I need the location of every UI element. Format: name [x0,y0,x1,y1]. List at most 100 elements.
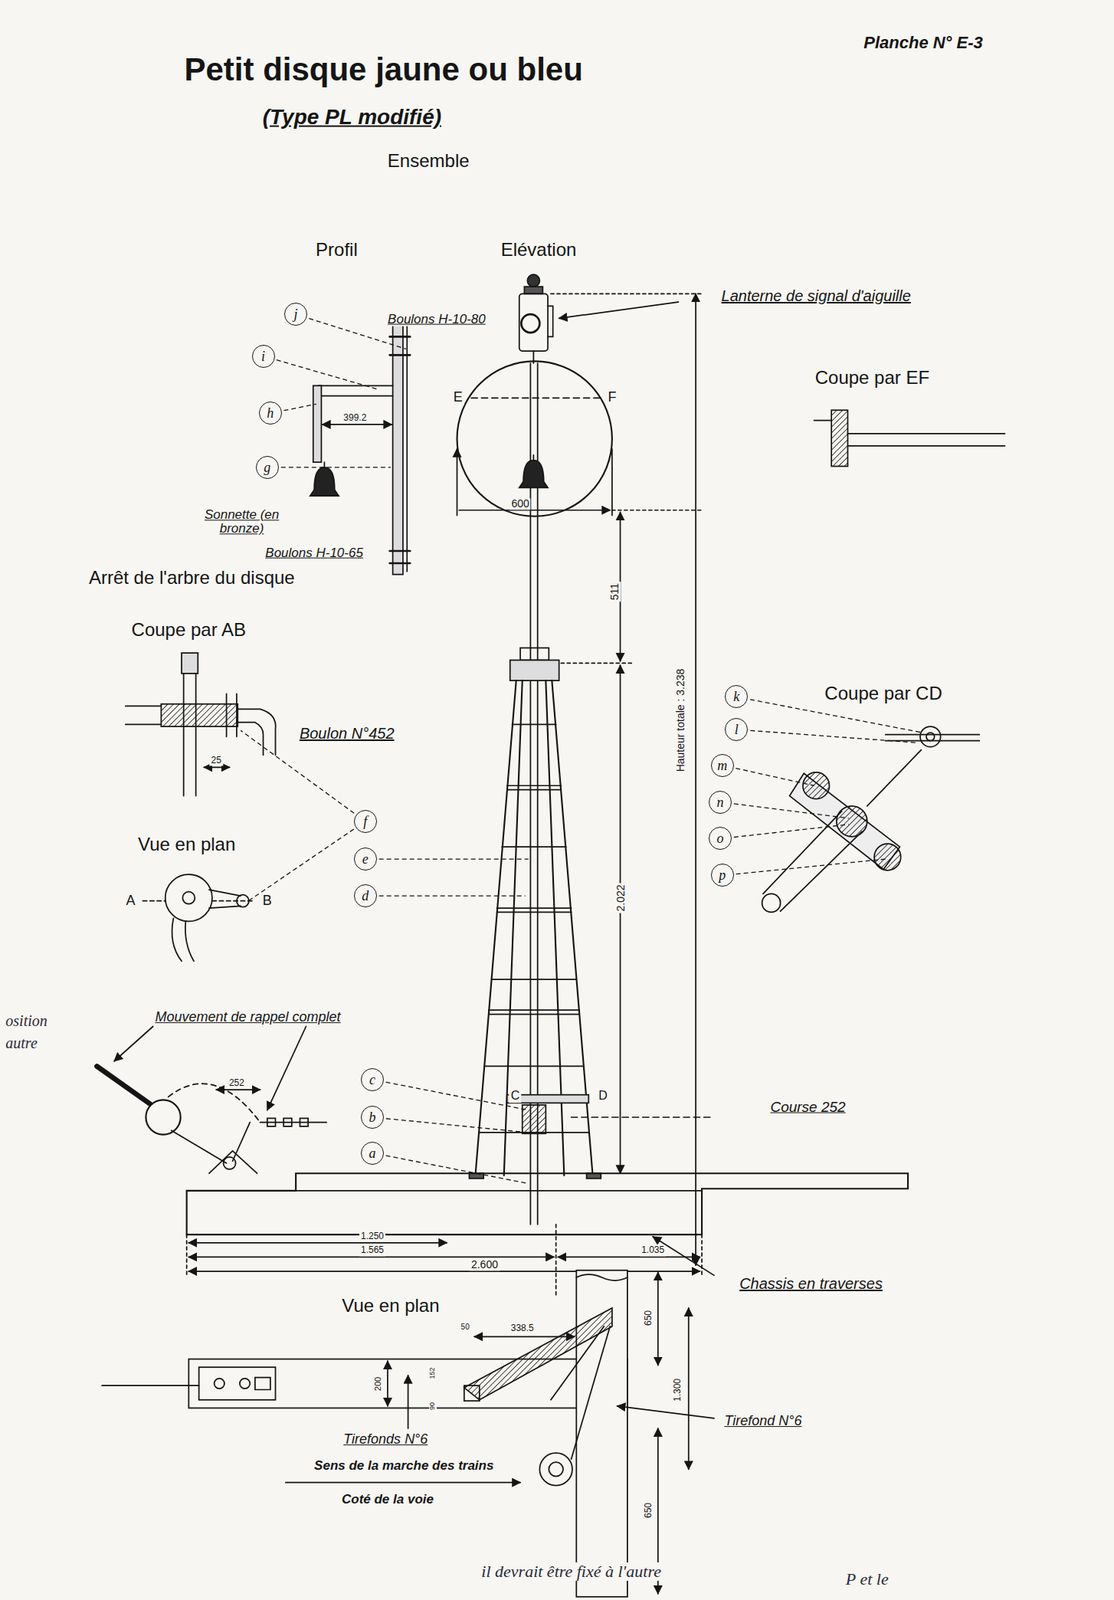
view-heading: Vue en plan [136,834,237,855]
view-heading: Ensemble [386,150,472,171]
view-heading: Coupe par AB [130,619,248,639]
direction-note: Coté de la voie [340,1492,436,1508]
dimension: 1.250 [359,1231,386,1242]
section-mark: D [596,1088,610,1103]
callout-letter: g [263,460,271,475]
callout-letter: c [369,1072,376,1087]
leader-line [750,699,923,733]
view-heading: Coupe par EF [813,366,931,387]
callout-circle: n [708,790,732,814]
subtitle: (Type PL modifié) [261,105,443,130]
callout-letter: m [717,758,728,773]
dimension: 200 [373,1374,383,1392]
sheet-number: Planche N° E-3 [861,33,985,53]
dimension: Course 252 [768,1098,847,1115]
return-lever [96,1025,327,1173]
plan-view-chassis [101,301,715,1597]
signal-lantern [519,274,554,364]
callout-circle: i [252,344,276,368]
callout-letter: l [734,722,739,737]
dimension: 152 [429,1366,437,1381]
dimension-lines [186,293,705,1296]
callout-letter: j [294,307,299,322]
part-name: Tirefond N°6 [722,1413,803,1429]
dimension: Hauteur totale : 3.238 [675,667,688,774]
part-name: Chassis en traverses [737,1274,885,1292]
section-mark: A [124,893,137,909]
direction-note: Sens de la marche des trains [312,1458,495,1474]
callout-circle: d [353,884,377,908]
section-mark: C [509,1088,522,1103]
section-ab [125,652,276,796]
part-name: Sonnette (en bronze) [189,507,295,537]
dimension: 2.600 [469,1258,500,1271]
leader-line [379,894,526,896]
callout-letter: d [361,888,369,903]
base-chassis [186,1172,908,1235]
callout-circle: o [708,826,732,850]
dimension: 338.5 [509,1323,536,1334]
callout-letter: f [363,814,367,829]
callout-circle: l [724,717,748,741]
dimension: 600 [509,498,531,510]
handwritten-note: P et le [844,1569,891,1589]
section-ef [814,409,1006,466]
callout-letter: e [362,851,369,866]
dimension: 252 [227,1077,246,1088]
dimension: 1.035 [639,1245,666,1256]
dimension: 2.022 [615,882,627,913]
callout-letter: h [266,406,274,420]
leader-line [386,1155,529,1183]
leader-line [281,466,391,468]
leader-line [750,730,918,743]
part-name: Mouvement de rappel complet [153,1009,342,1026]
callout-circle: k [724,684,748,708]
callout-letter: n [717,795,725,810]
callout-letter: i [261,349,266,364]
callout-letter: b [368,1110,376,1124]
callout-circle: c [360,1068,384,1092]
part-name: Boulons H-10-80 [386,311,488,327]
handwritten-note: osition [3,1012,49,1029]
callout-letter: p [718,868,726,882]
plan-view-small [142,874,255,961]
view-heading: Profil [314,239,360,260]
dimension: 50 [459,1321,472,1331]
callout-circle: f [353,809,377,833]
dimension: 399.2 [341,412,368,423]
leader-line [283,403,316,410]
section-cd [762,726,980,912]
view-heading: Vue en plan [340,1295,441,1316]
leader-line [733,824,849,838]
callout-letter: o [717,831,725,846]
callout-letter: k [733,689,740,704]
view-heading: Arrêt de l'arbre du disque [87,566,297,587]
leader-line [386,1081,529,1110]
callout-circle: b [360,1105,384,1129]
callout-circle: g [255,455,279,479]
part-name: Tirefonds N°6 [341,1431,430,1448]
profile-view [310,324,410,574]
leader-line [246,828,354,902]
dimension: 650 [643,1308,654,1327]
leader-line [735,768,814,787]
leader-line [733,803,849,819]
drawing-title: Petit disque jaune ou bleu [182,51,584,87]
dimension: 90 [429,1400,437,1412]
view-heading: Elévation [499,239,579,260]
section-mark: F [606,389,618,406]
leader-line [386,1118,529,1133]
dimension: 1.300 [673,1376,684,1403]
callout-circle: a [360,1141,384,1165]
disc [457,360,613,516]
callout-circle: m [710,753,734,777]
handwritten-note: autre [3,1034,39,1052]
callout-circle: e [353,847,377,871]
dimension: 650 [643,1500,654,1520]
view-heading: Coupe par CD [822,683,944,704]
leader-line [379,858,529,859]
leader-line [276,360,381,390]
part-name: Lanterne de signal d'aiguille [720,287,913,305]
dimension: 1.565 [359,1245,386,1256]
callout-circle: j [284,302,308,326]
